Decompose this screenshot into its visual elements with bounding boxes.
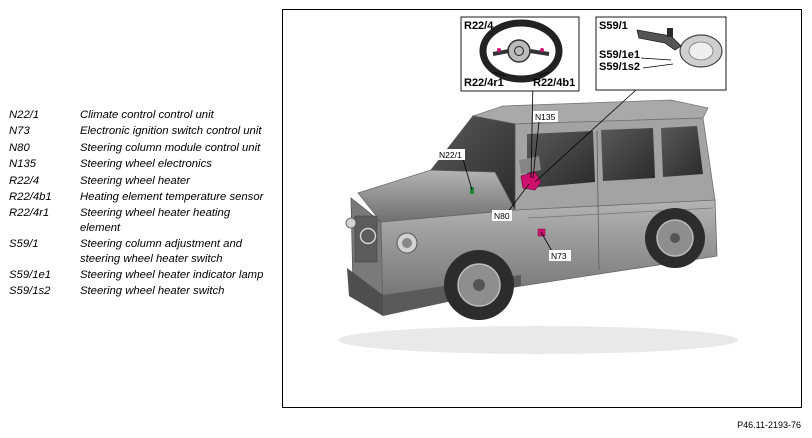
legend-code: R22/4 <box>9 174 40 187</box>
legend-code: S59/1 <box>9 238 39 251</box>
legend-description: Heating element temperature sensor <box>80 191 264 204</box>
label-s59-1: S59/1 <box>599 20 628 32</box>
vehicle-illustration <box>338 99 738 354</box>
callout-n135: N135 <box>535 112 556 122</box>
legend-row: S59/1 Steering column adjustment and stee… <box>9 237 271 266</box>
label-r22-4: R22/4 <box>464 20 494 32</box>
legend-code: N135 <box>9 158 37 171</box>
diagram-frame: N135 N22/1 N80 N73 R22/4 R22/4r1 R22/4 <box>282 9 802 408</box>
legend-row: N80 Steering column module control unit <box>9 141 271 155</box>
label-r22-4r1: R22/4r1 <box>464 77 504 89</box>
legend-code: S59/1s2 <box>9 285 51 298</box>
legend-row: S59/1e1 Steering wheel heater indicator l… <box>9 268 271 282</box>
vehicle-diagram: N135 N22/1 N80 N73 R22/4 R22/4r1 R22/4 <box>338 16 738 354</box>
inset-steering-wheel: R22/4 R22/4r1 R22/4b1 <box>460 16 580 92</box>
leader-lines <box>462 81 637 254</box>
inset-column-switch: S59/1 S59/1e1 S59/1s2 <box>595 16 727 91</box>
legend-code: N80 <box>9 141 30 154</box>
legend-row: S59/1s2 Steering wheel heater switch <box>9 284 271 298</box>
legend-row: R22/4r1 Steering wheel heater heating ele… <box>9 206 271 235</box>
legend-code: R22/4b1 <box>9 191 52 204</box>
legend-row: N22/1 Climate control control unit <box>9 108 271 122</box>
document-id: P46.11-2193-76 <box>737 420 801 430</box>
legend-description: Steering wheel heater <box>80 174 190 187</box>
legend-description: Steering wheel electronics <box>80 158 212 171</box>
label-r22-4b1: R22/4b1 <box>533 77 575 89</box>
legend-code: R22/4r1 <box>9 207 50 220</box>
callout-labels: N135 N22/1 N80 N73 <box>437 111 571 261</box>
legend-row: R22/4 Steering wheel heater <box>9 174 271 188</box>
legend-description: Steering column module control unit <box>80 141 261 154</box>
legend-row: N135 Steering wheel electronics <box>9 157 271 171</box>
callout-n73: N73 <box>551 251 567 261</box>
callout-n22-1: N22/1 <box>439 150 462 160</box>
legend-code: N73 <box>9 125 30 138</box>
legend-row: N73 Electronic ignition switch control un… <box>9 124 271 138</box>
column-switch-icon <box>636 28 723 68</box>
legend-description: Steering wheel heater indicator lamp <box>80 269 264 282</box>
legend-code: S59/1e1 <box>9 269 52 282</box>
legend-description: Climate control control unit <box>80 109 214 121</box>
legend-description: Steering wheel heater switch <box>80 285 225 298</box>
legend-description: Electronic ignition switch control unit <box>80 125 262 138</box>
legend-row: R22/4b1 Heating element temperature senso… <box>9 190 271 204</box>
label-s59-1s2: S59/1s2 <box>599 61 640 73</box>
callout-n80: N80 <box>494 211 510 221</box>
steering-wheel-icon <box>479 19 563 83</box>
label-s59-1e1: S59/1e1 <box>599 49 640 61</box>
legend-description: Steering wheel heater heating element <box>80 207 231 234</box>
legend-description: Steering column adjustment and steering … <box>80 238 243 265</box>
legend-code: N22/1 <box>9 109 40 121</box>
